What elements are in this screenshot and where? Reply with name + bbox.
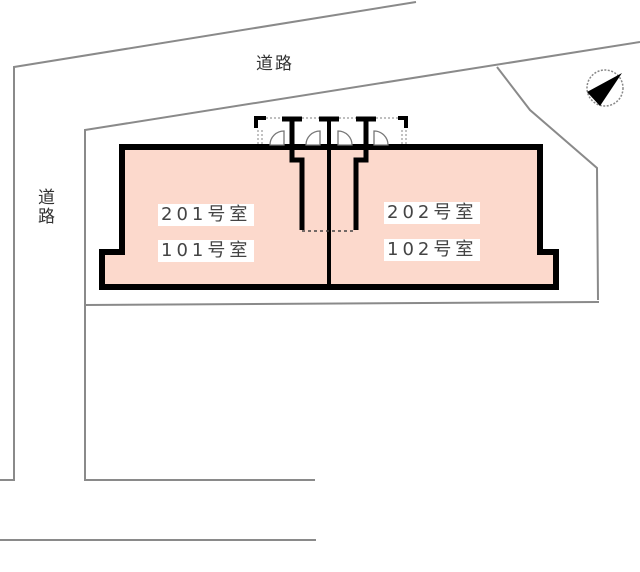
road-label-left: 道路 [34, 188, 54, 226]
door-icon [337, 130, 353, 146]
stair-wall-left [289, 118, 305, 230]
stair-wall-right [353, 118, 369, 230]
unit-label-101: 101号室 [158, 240, 255, 262]
road-outer-line [0, 1, 417, 481]
door-icon [269, 130, 285, 146]
lot-boundary [84, 66, 600, 306]
unit-label-102: 102号室 [384, 239, 481, 261]
door-icon [373, 130, 389, 146]
unit-label-201: 201号室 [158, 204, 255, 226]
door-swings [269, 130, 389, 146]
unit-label-202: 202号室 [384, 202, 481, 224]
door-icon [305, 130, 321, 146]
north-arrow-icon [586, 69, 624, 107]
road-label-top: 道路 [256, 54, 294, 74]
